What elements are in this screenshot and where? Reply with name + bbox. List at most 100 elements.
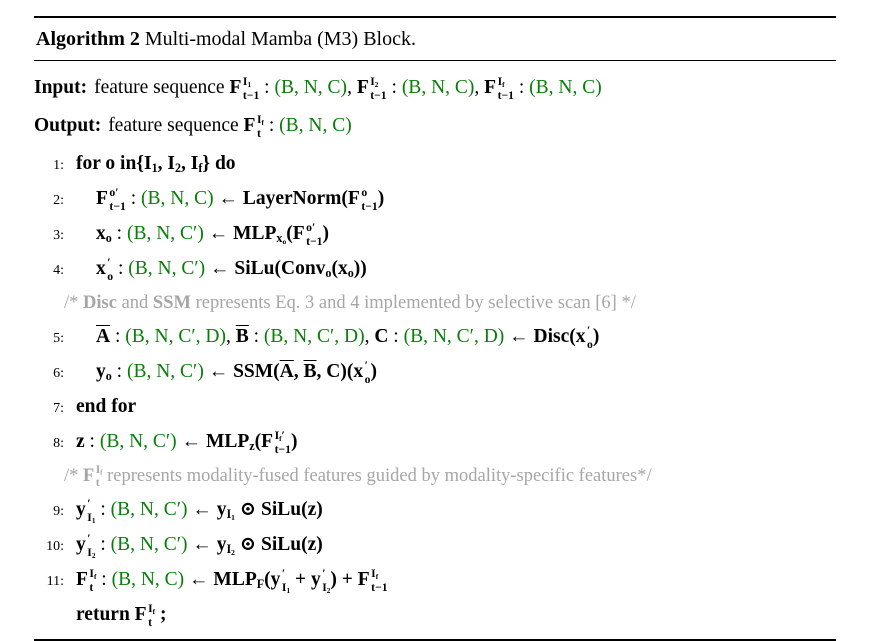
text-segment: : [110,326,126,347]
text-segment: MLPF( [213,569,271,592]
math-stack: y′I1 [271,567,290,594]
text-segment: : [388,326,404,347]
text-segment: A [96,326,111,347]
text-segment: (B, N, C′) [99,431,177,452]
text-segment: , [364,326,375,347]
text-segment: feature sequence [108,115,244,136]
math-scripts: ′I2 [87,532,95,559]
subscript: t−1 [361,199,378,213]
text-segment: B [235,326,249,347]
superscript: If [89,567,97,582]
line-number: 10: [46,539,64,554]
math-base: y [310,569,321,590]
text-segment: , [474,77,485,98]
math-base: F [484,77,497,98]
text-segment: /* [64,293,84,313]
superscript: I2 [370,75,379,90]
text-segment: : [96,569,112,590]
code-line: 4:x′o : (B, N, C′) ← SiLu(Convo(xo)) [34,252,836,287]
text-segment: represents Eq. 3 and 4 implemented by se… [190,293,636,313]
line-number: 5: [53,331,64,346]
line-number: 2: [53,193,64,208]
text-segment: : [111,361,127,382]
text-segment: (B, N, C′) [126,361,204,382]
subscript: t−1 [306,234,323,248]
subscript: t−1 [242,88,260,102]
math-scripts: o′t−1 [306,221,322,247]
text-segment: feature sequence [94,77,230,98]
line-content: /* Disc and SSM represents Eq. 3 and 4 i… [64,287,636,320]
code-line: 1:for o in{I1, I2, If} do [34,147,836,182]
top-rule [34,16,836,18]
text-segment: : [111,223,127,244]
subscript: t [256,126,261,140]
superscript: I1 [242,75,252,90]
text-segment: (B, N, C′) [126,223,204,244]
caption-rule [34,60,836,61]
text-segment: /* [64,466,84,486]
math-base: F [96,188,108,209]
superscript: If [371,567,379,582]
line-number: 7: [53,401,64,416]
math-base: y [76,534,86,555]
text-segment: (B, N, C) [279,115,352,136]
subscript: o [587,337,593,351]
text-segment: : [84,431,100,452]
text-segment: return [76,604,135,625]
text-segment: ) [322,223,330,244]
text-segment: ← [176,431,206,452]
subscript: I1 [87,510,96,525]
math-base: F [347,188,360,209]
text-segment: ← [504,326,534,347]
text-segment: ) [370,361,377,382]
math-base: F [76,569,88,590]
subscript: I2 [322,580,331,595]
superscript: ′ [322,567,326,581]
text-segment: Disc [83,293,117,313]
text-segment: ← [205,258,235,279]
text-segment: (B, N, C) [274,77,348,98]
subscript: t [148,615,152,629]
superscript: If [497,75,505,90]
subscript: t−1 [274,442,291,456]
text-segment: ⊙ [234,534,262,555]
subscript: t−1 [370,88,387,102]
math-stack: x′o [96,256,113,282]
text-segment: ← [184,569,214,590]
line-content: end for [76,390,136,423]
algorithm-title: Multi-modal Mamba (M3) Block. [139,28,416,50]
algorithm-caption: Algorithm 2 Multi-modal Mamba (M3) Block… [34,18,836,60]
line-number: 11: [46,574,64,589]
text-segment: ) [592,326,600,347]
text-segment: (B, N, C) [141,188,214,209]
text-segment: SSM(A, B, C)( [233,361,354,382]
text-segment: : [513,77,530,98]
line-number: 4: [53,263,64,278]
math-base: F [134,604,147,625]
math-scripts: ′o [587,324,593,350]
superscript: o′ [109,186,119,200]
text-segment: and [116,293,153,313]
math-base: y [76,499,86,520]
math-scripts: ′I1 [87,497,96,525]
subscript: t−1 [109,199,126,213]
text-segment: (B, N, C′) [110,534,188,555]
io-keyword: Input: [34,77,88,98]
math-stack: x′o [576,324,593,350]
text-segment: : [125,188,141,209]
